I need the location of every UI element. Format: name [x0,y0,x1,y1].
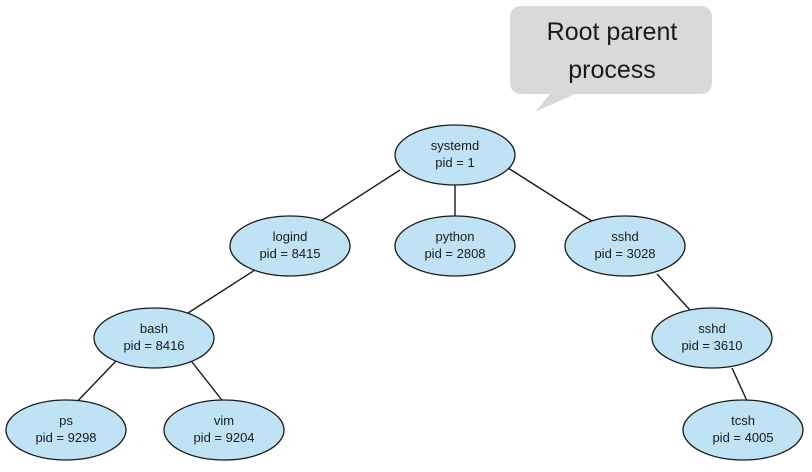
node-python-pid: pid = 2808 [424,246,485,261]
node-sshd-3610-pid: pid = 3610 [681,338,742,353]
node-bash-name: bash [140,321,168,336]
node-tcsh: tcsh pid = 4005 [682,399,804,461]
edge-bash-ps [71,360,117,408]
node-vim-pid: pid = 9204 [193,430,254,445]
edge-bash-vim [191,361,226,405]
node-sshd-3028: sshd pid = 3028 [564,215,686,277]
edge-systemd-logind [312,169,401,227]
node-logind-pid: pid = 8415 [259,246,320,261]
node-tcsh-name: tcsh [731,413,755,428]
node-systemd: systemd pid = 1 [394,124,516,186]
node-logind-name: logind [273,229,308,244]
node-tcsh-pid: pid = 4005 [712,430,773,445]
node-logind: logind pid = 8415 [229,215,351,277]
node-vim-name: vim [214,413,234,428]
node-systemd-pid: pid = 1 [435,155,474,170]
tree-edges [71,167,749,408]
node-python-name: python [435,229,474,244]
node-sshd-3028-name: sshd [611,229,638,244]
node-bash-pid: pid = 8416 [123,338,184,353]
edge-systemd-sshd-3028 [507,167,599,226]
callout-line-2: process [568,56,656,84]
node-ps-pid: pid = 9298 [35,430,96,445]
node-sshd-3610-name: sshd [698,321,725,336]
callout-line-1: Root parent [547,18,678,46]
edge-sshd-3610-tcsh [731,367,749,404]
node-sshd-3610: sshd pid = 3610 [651,307,773,369]
edge-sshd-3028-sshd-3610 [656,273,691,311]
node-ps: ps pid = 9298 [5,399,127,461]
node-python: python pid = 2808 [394,215,516,277]
node-vim: vim pid = 9204 [163,399,285,461]
node-ps-name: ps [59,413,73,428]
callout-bubble: Root parent process [510,6,712,112]
edge-logind-bash [187,267,259,314]
node-systemd-name: systemd [431,138,479,153]
node-bash: bash pid = 8416 [93,307,215,369]
node-sshd-3028-pid: pid = 3028 [594,246,655,261]
callout-shape [510,6,712,112]
